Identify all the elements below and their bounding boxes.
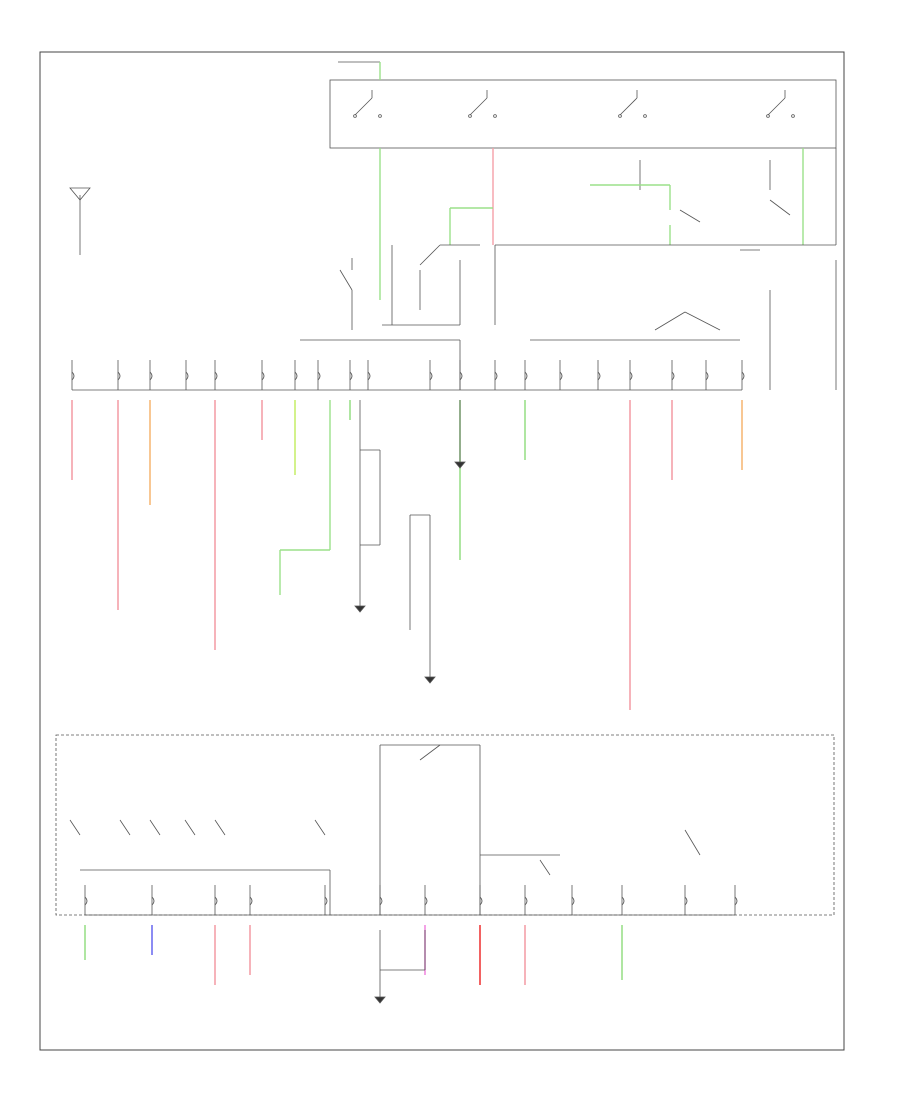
upper-fuse xyxy=(741,360,745,390)
upper-fuse xyxy=(671,360,675,390)
lower-fuse xyxy=(84,885,88,915)
upper-fuse xyxy=(294,360,298,390)
upper-fuse xyxy=(524,360,528,390)
lower-fuse xyxy=(524,885,528,915)
top-relay-2 xyxy=(468,90,497,118)
top-switch-box xyxy=(329,61,837,149)
lower-fuse-row xyxy=(84,885,738,916)
upper-fuse xyxy=(429,360,433,390)
lower-ground-circuitry xyxy=(374,930,426,1004)
upper-fuse xyxy=(597,360,601,390)
upper-fuse xyxy=(367,360,371,390)
upper-branch-wires xyxy=(71,400,743,710)
upper-fuse xyxy=(149,360,153,390)
upper-fuse xyxy=(261,360,265,390)
upper-fuse xyxy=(71,360,75,390)
lower-fuse xyxy=(151,885,155,915)
upper-fuse xyxy=(705,360,709,390)
top-relay-4 xyxy=(766,90,795,118)
lower-branch-wires xyxy=(84,925,623,985)
upper-fuse xyxy=(185,360,189,390)
upper-fuse xyxy=(317,360,321,390)
top-relay-1 xyxy=(353,90,382,118)
lower-fuse xyxy=(379,885,383,915)
upper-fuse xyxy=(117,360,121,390)
lower-fuse xyxy=(424,885,428,915)
top-relay-3 xyxy=(618,90,647,118)
diagram-frame xyxy=(39,51,845,1051)
upper-fuse xyxy=(214,360,218,390)
lower-fuse xyxy=(571,885,575,915)
middle-circuitry xyxy=(279,400,466,684)
upper-fuse xyxy=(459,360,463,390)
lower-fuse xyxy=(324,885,328,915)
upper-fuse-row xyxy=(71,360,745,391)
upper-circuitry xyxy=(69,148,837,390)
lower-switch-box xyxy=(55,734,835,916)
lower-fuse xyxy=(214,885,218,915)
upper-fuse xyxy=(559,360,563,390)
lower-fuse xyxy=(249,885,253,915)
lower-fuse xyxy=(734,885,738,915)
lower-fuse xyxy=(621,885,625,915)
lower-fuse xyxy=(479,885,483,915)
upper-fuse xyxy=(494,360,498,390)
lower-fuse xyxy=(684,885,688,915)
upper-fuse xyxy=(349,360,353,390)
top-feed-wires xyxy=(379,148,804,300)
upper-fuse xyxy=(629,360,633,390)
